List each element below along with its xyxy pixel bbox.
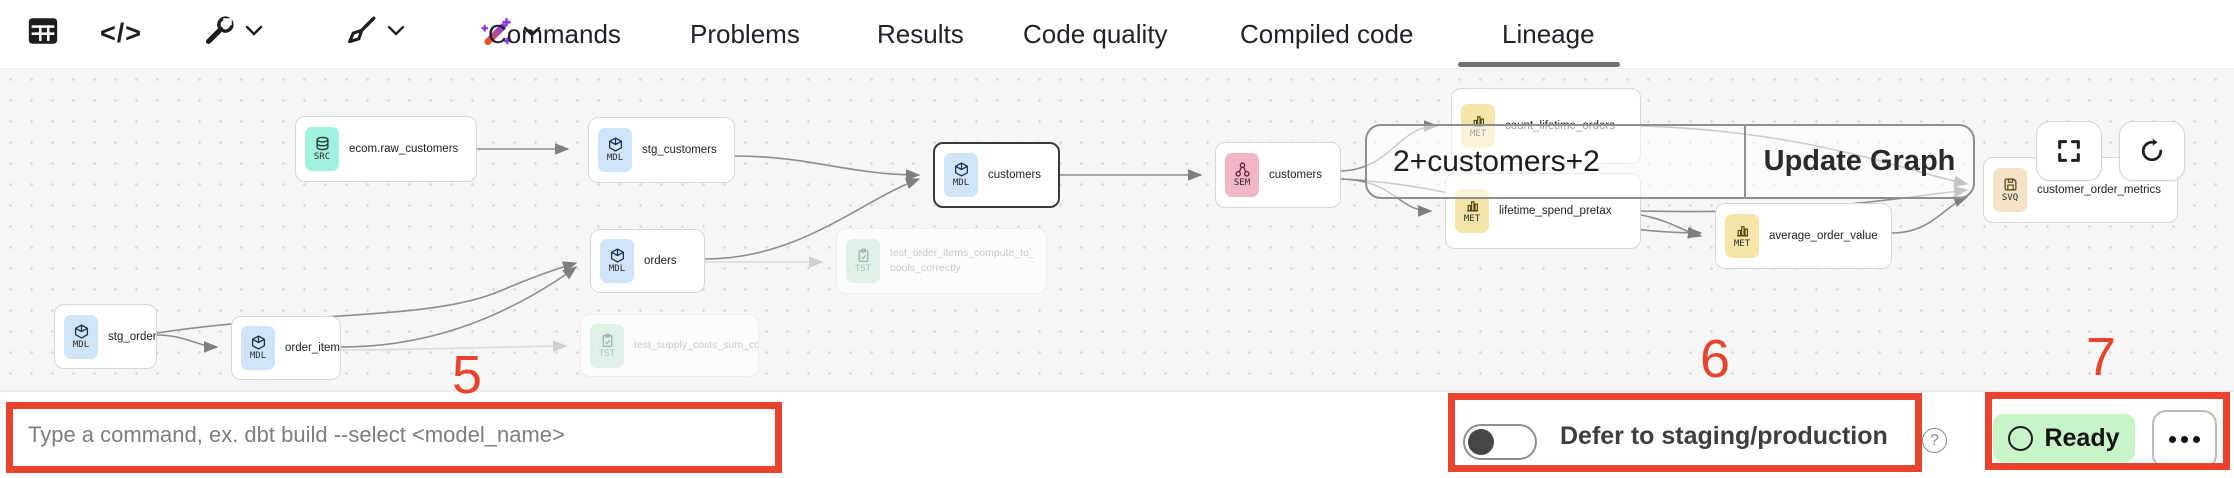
toggle-knob: [1468, 429, 1494, 455]
chevron-down-icon: [245, 25, 263, 36]
cube-icon: [608, 137, 622, 152]
code-editor-icon[interactable]: </>: [100, 18, 142, 49]
chevron-down-icon: [387, 25, 405, 36]
defer-label: Defer to staging/production: [1560, 422, 1888, 450]
command-input[interactable]: [28, 406, 768, 464]
selector-query[interactable]: 2+customers+2: [1393, 144, 1600, 178]
database-icon: [315, 136, 329, 151]
semantic-badge: SEM: [1225, 153, 1259, 197]
clipboard-icon: [858, 248, 868, 263]
tab-code-quality[interactable]: Code quality: [1023, 18, 1168, 49]
lineage-node-customers-semantic[interactable]: SEM customers: [1215, 142, 1341, 208]
update-graph-button[interactable]: Update Graph: [1763, 145, 1956, 177]
cube-icon: [610, 248, 624, 263]
refresh-icon: [2141, 137, 2163, 162]
code-glyph: </>: [100, 18, 143, 48]
wrench-icon: [205, 16, 234, 45]
tab-lineage[interactable]: Lineage: [1502, 18, 1595, 49]
overlay-divider: [1743, 126, 1746, 197]
top-toolbar: </> Commands Problems Results Code quali…: [0, 0, 2234, 68]
more-options-button[interactable]: [2152, 410, 2217, 469]
lineage-node-order-items[interactable]: MDL order_items: [231, 316, 341, 380]
fullscreen-button[interactable]: [2036, 121, 2102, 181]
model-badge: MDL: [944, 153, 978, 197]
tab-compiled-code[interactable]: Compiled code: [1240, 18, 1414, 49]
bar-chart-icon: [1736, 226, 1748, 237]
ellipsis-icon: [2169, 436, 2176, 443]
model-badge: MDL: [241, 326, 275, 370]
test-badge: TST: [846, 239, 880, 283]
lineage-node-stg-orders[interactable]: MDL stg_orders: [54, 304, 157, 369]
table-view-icon[interactable]: [26, 14, 60, 48]
lineage-node-customers-model[interactable]: MDL customers: [933, 142, 1060, 208]
lineage-node-test-order-items[interactable]: TST test_order_items_compute_to_bools_co…: [836, 228, 1047, 294]
model-badge: MDL: [64, 314, 98, 359]
bar-chart-icon: [1466, 201, 1478, 212]
model-badge: MDL: [598, 128, 632, 172]
cube-icon: [251, 335, 265, 350]
status-circle-icon: [2008, 425, 2034, 451]
saved-query-badge: SVQ: [1993, 168, 2027, 212]
lineage-canvas[interactable]: SRC ecom.raw_customers MDL stg_customers…: [0, 68, 2234, 390]
graph-selector-overlay: 2+customers+2 Update Graph: [1365, 124, 1975, 199]
metric-badge: MET: [1725, 214, 1759, 258]
source-badge: SRC: [305, 127, 339, 171]
tab-commands[interactable]: Commands: [488, 18, 621, 49]
model-badge: MDL: [600, 239, 634, 283]
lineage-node-average-order-value[interactable]: MET average_order_value: [1715, 203, 1892, 269]
status-ready-button[interactable]: Ready: [1993, 414, 2135, 462]
refresh-graph-button[interactable]: [2119, 121, 2185, 181]
clipboard-icon: [602, 332, 612, 347]
build-tools-button[interactable]: [202, 14, 263, 48]
tab-results[interactable]: Results: [877, 18, 964, 49]
test-badge: TST: [590, 323, 624, 368]
floppy-disk-icon: [2004, 178, 2016, 191]
fullscreen-icon: [2058, 140, 2080, 162]
cube-icon: [954, 162, 968, 177]
broom-icon: [348, 16, 376, 44]
status-label: Ready: [2044, 423, 2120, 452]
command-bar: Defer to staging/production ? Ready: [0, 390, 2234, 478]
lineage-node-ecom-raw-customers[interactable]: SRC ecom.raw_customers: [295, 116, 477, 182]
chevron-down-icon: [523, 26, 541, 37]
defer-toggle[interactable]: [1463, 424, 1537, 460]
lineage-node-stg-customers[interactable]: MDL stg_customers: [588, 117, 735, 183]
tab-problems[interactable]: Problems: [690, 18, 800, 49]
ai-assist-button[interactable]: [478, 14, 541, 50]
format-clean-button[interactable]: [344, 14, 405, 48]
lineage-node-orders[interactable]: MDL orders: [590, 229, 705, 293]
help-icon[interactable]: ?: [1922, 428, 1947, 453]
active-tab-indicator: [1458, 62, 1620, 67]
semantic-graph-icon: [1234, 162, 1250, 177]
lineage-node-test-supply-costs[interactable]: TST test_supply_costs_sum_correctly: [580, 314, 759, 377]
magic-wand-icon: [481, 17, 511, 46]
cube-icon: [74, 323, 88, 339]
